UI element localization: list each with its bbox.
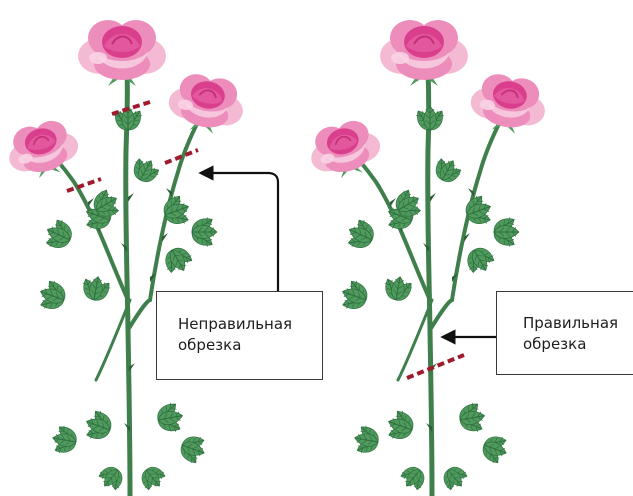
- stem: [450, 106, 509, 302]
- thorn-icon: [452, 273, 458, 282]
- leaf-icon: [342, 288, 367, 304]
- callout-correct-line2: обрезка: [523, 335, 587, 353]
- leaf-icon: [466, 203, 491, 219]
- stem: [425, 67, 435, 496]
- thorn-icon: [121, 243, 127, 252]
- rose-flower-icon: [78, 20, 166, 86]
- leaf-icon: [40, 288, 65, 304]
- thorn-icon: [166, 188, 172, 197]
- stem: [94, 298, 132, 382]
- leaf-icon: [447, 469, 463, 487]
- leaf-icon: [423, 105, 437, 131]
- leaf-icon: [191, 225, 218, 239]
- rose-flower-icon: [9, 120, 79, 179]
- stem: [123, 67, 133, 496]
- leaf-icon: [354, 433, 379, 447]
- rose-flower-icon: [168, 74, 243, 134]
- thorn-icon: [162, 233, 168, 242]
- thorn-icon: [150, 273, 156, 282]
- leaf-icon: [388, 418, 413, 434]
- leaf-icon: [471, 249, 489, 271]
- cut-mark-icon: [406, 353, 465, 380]
- callout-incorrect-line2: обрезка: [178, 336, 242, 354]
- thorn-icon: [128, 193, 134, 202]
- rose-flower-icon: [470, 74, 545, 134]
- leaf-icon: [52, 433, 77, 447]
- panel-correct-pruning: [311, 20, 545, 496]
- thorn-icon: [129, 363, 135, 372]
- leaf-icon: [181, 441, 205, 457]
- leaf-icon: [483, 441, 507, 457]
- callout-correct-line1: Правильная: [523, 314, 619, 332]
- stem: [428, 298, 454, 332]
- leaf-icon: [348, 226, 373, 243]
- leaf-icon: [138, 160, 154, 181]
- leaf-icon: [440, 160, 456, 181]
- leaf-icon: [397, 195, 419, 213]
- leaf-icon: [103, 469, 119, 487]
- cut-mark-icon: [164, 148, 199, 165]
- leaf-icon: [89, 276, 103, 301]
- thorn-icon: [423, 243, 429, 252]
- callout-incorrect-line1: Неправильная: [178, 315, 293, 333]
- leaf-icon: [46, 226, 71, 243]
- panel-incorrect-pruning: [9, 20, 243, 496]
- thorn-icon: [468, 188, 474, 197]
- callout-correct-pruning: Правильная обрезка: [496, 291, 633, 375]
- leaf-icon: [145, 469, 161, 487]
- leaf-icon: [493, 225, 520, 239]
- leaf-icon: [157, 411, 184, 426]
- leaf-icon: [405, 469, 421, 487]
- rose-flower-icon: [311, 120, 381, 179]
- thorn-icon: [464, 233, 470, 242]
- callout-incorrect-pruning: Неправильная обрезка: [156, 291, 323, 380]
- cut-mark-icon: [66, 177, 102, 193]
- thorn-icon: [430, 193, 436, 202]
- stem: [396, 298, 434, 382]
- annotations: [198, 165, 496, 345]
- leaf-icon: [391, 276, 405, 301]
- arrow-icon: [198, 165, 280, 291]
- leaf-icon: [164, 203, 189, 219]
- rose-flower-icon: [380, 20, 468, 86]
- stem: [126, 298, 152, 332]
- thorn-icon: [426, 423, 432, 432]
- thorn-icon: [88, 198, 94, 207]
- leaf-icon: [95, 195, 117, 213]
- cut-mark-icon: [111, 100, 151, 116]
- leaf-icon: [459, 411, 486, 426]
- leaf-icon: [86, 418, 111, 434]
- thorn-icon: [390, 198, 396, 207]
- leaf-icon: [169, 249, 187, 271]
- thorn-icon: [124, 423, 130, 432]
- leaf-icon: [121, 105, 135, 131]
- stem: [148, 106, 207, 302]
